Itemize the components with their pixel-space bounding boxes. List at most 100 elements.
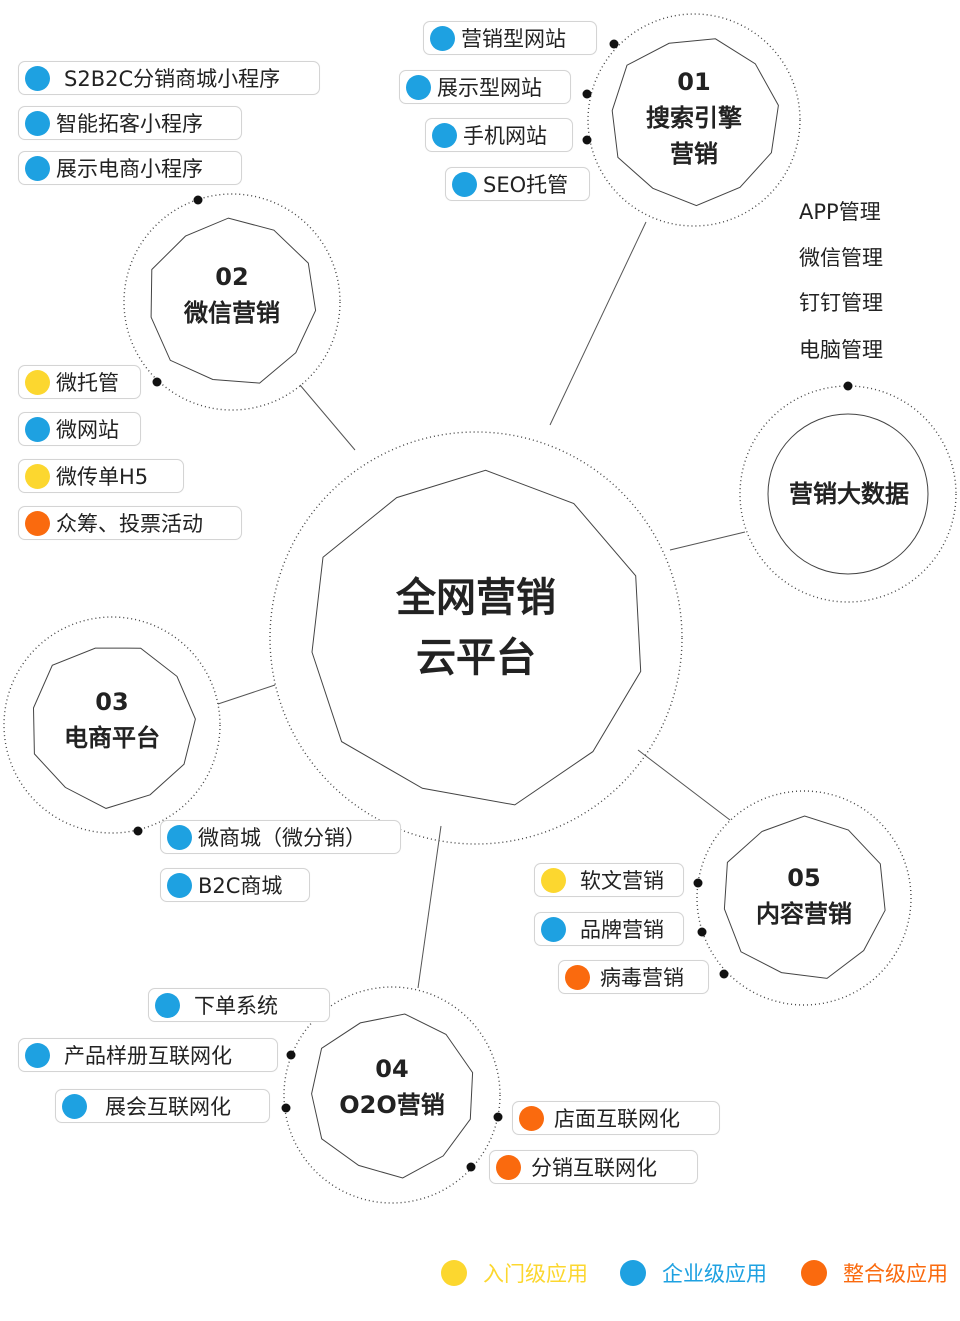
tag[interactable]: 微托管 bbox=[18, 365, 141, 399]
tag-label: 智能拓客小程序 bbox=[56, 112, 203, 136]
node-number: 01 bbox=[677, 68, 711, 96]
center-title-line2: 云平台 bbox=[416, 635, 536, 681]
node-label: O2O营销 bbox=[339, 1091, 445, 1119]
node-label: 电商平台 bbox=[64, 724, 160, 752]
connector-bullet-icon bbox=[843, 381, 853, 391]
tag-label: 展会互联网化 bbox=[105, 1095, 231, 1119]
tag[interactable]: 分销互联网化 bbox=[489, 1150, 698, 1184]
level-dot-icon bbox=[25, 463, 50, 489]
legend-dot-icon bbox=[801, 1260, 827, 1286]
tag[interactable]: 店面互联网化 bbox=[512, 1101, 720, 1135]
tag[interactable]: 下单系统 bbox=[148, 988, 330, 1022]
node-03-dotted-ring bbox=[3, 616, 221, 834]
level-dot-icon bbox=[25, 416, 50, 442]
level-dot-icon bbox=[406, 74, 431, 100]
connector-bullet-icon bbox=[152, 377, 162, 387]
level-dot-icon bbox=[452, 171, 477, 197]
node-label: 微信营销 bbox=[184, 299, 280, 327]
node-label: 营销 bbox=[670, 140, 718, 168]
level-dot-icon bbox=[565, 964, 590, 990]
node-02-polygon bbox=[150, 217, 317, 384]
level-dot-icon bbox=[155, 992, 180, 1018]
node-01-title[interactable]: 01 搜索引擎 营销 bbox=[646, 64, 742, 172]
tag[interactable]: 展会互联网化 bbox=[55, 1089, 270, 1123]
tag-label: B2C商城 bbox=[198, 874, 283, 898]
bigdata-item: 钉钉管理 bbox=[799, 291, 883, 315]
level-dot-icon bbox=[25, 510, 50, 536]
level-dot-icon bbox=[432, 122, 457, 148]
tag-label: SEO托管 bbox=[483, 173, 569, 197]
node-05-title[interactable]: 05 内容营销 bbox=[756, 860, 852, 932]
tag-label: 展示电商小程序 bbox=[56, 157, 203, 181]
node-04-polygon bbox=[311, 1013, 474, 1179]
node-label: 内容营销 bbox=[756, 900, 852, 928]
tag[interactable]: 展示电商小程序 bbox=[18, 151, 242, 185]
level-dot-icon bbox=[496, 1154, 521, 1180]
tag[interactable]: S2B2C分销商城小程序 bbox=[18, 61, 320, 95]
tag[interactable]: 产品样册互联网化 bbox=[18, 1038, 278, 1072]
node-01-polygon bbox=[611, 38, 779, 207]
tag-label: 众筹、投票活动 bbox=[56, 512, 203, 536]
connector-05 bbox=[637, 749, 731, 821]
node-number: 02 bbox=[215, 263, 249, 291]
tag-label: 产品样册互联网化 bbox=[64, 1044, 232, 1068]
legend-dot-icon bbox=[620, 1260, 646, 1286]
bigdata-item: 电脑管理 bbox=[799, 338, 883, 362]
tag-label: 微传单H5 bbox=[56, 465, 149, 489]
tag-label: S2B2C分销商城小程序 bbox=[64, 67, 281, 91]
connector-bullet-icon bbox=[193, 195, 203, 205]
node-04-title[interactable]: 04 O2O营销 bbox=[339, 1051, 445, 1123]
tag-label: 手机网站 bbox=[463, 124, 547, 148]
bigdata-item: 微信管理 bbox=[799, 246, 883, 270]
node-03-title[interactable]: 03 电商平台 bbox=[64, 684, 160, 756]
connector-02 bbox=[299, 384, 356, 451]
level-dot-icon bbox=[25, 155, 50, 181]
tag[interactable]: 微传单H5 bbox=[18, 459, 184, 493]
node-03-polygon bbox=[32, 647, 196, 809]
legend-dot-icon bbox=[441, 1260, 467, 1286]
node-bigdata-title[interactable]: 营销大数据 bbox=[789, 476, 909, 512]
tag[interactable]: 展示型网站 bbox=[399, 70, 571, 104]
connector-bullet-icon bbox=[493, 1112, 503, 1122]
tag[interactable]: 微网站 bbox=[18, 412, 141, 446]
node-02-title[interactable]: 02 微信营销 bbox=[184, 259, 280, 331]
tag-label: 下单系统 bbox=[194, 994, 278, 1018]
tag[interactable]: 手机网站 bbox=[425, 118, 573, 152]
node-04-dotted-ring bbox=[283, 986, 501, 1204]
tag[interactable]: SEO托管 bbox=[445, 167, 590, 201]
connector-03 bbox=[217, 684, 276, 705]
level-dot-icon bbox=[25, 110, 50, 136]
tag-label: 微托管 bbox=[56, 371, 119, 395]
tag[interactable]: 微商城（微分销） bbox=[160, 820, 401, 854]
legend-entry-entry-level: 入门级应用 bbox=[441, 1258, 588, 1288]
level-dot-icon bbox=[167, 824, 192, 850]
level-dot-icon bbox=[541, 867, 566, 893]
bigdata-inner-circle bbox=[767, 413, 929, 575]
tag[interactable]: 营销型网站 bbox=[423, 21, 597, 55]
level-dot-icon bbox=[25, 65, 50, 91]
connector-bullet-icon bbox=[582, 135, 592, 145]
connector-04 bbox=[417, 825, 442, 989]
level-dot-icon bbox=[430, 25, 455, 51]
tag-label: 分销互联网化 bbox=[531, 1156, 657, 1180]
tag-label: 店面互联网化 bbox=[554, 1107, 680, 1131]
level-dot-icon bbox=[25, 1042, 50, 1068]
node-02-dotted-ring bbox=[123, 193, 341, 411]
tag[interactable]: 众筹、投票活动 bbox=[18, 506, 242, 540]
legend-entry-enterprise: 企业级应用 bbox=[620, 1258, 767, 1288]
node-number: 04 bbox=[375, 1055, 409, 1083]
connector-bullet-icon bbox=[286, 1050, 296, 1060]
tag[interactable]: 软文营销 bbox=[534, 863, 684, 897]
legend-label: 企业级应用 bbox=[662, 1262, 767, 1286]
legend-entry-integrated: 整合级应用 bbox=[801, 1258, 948, 1288]
tag[interactable]: 智能拓客小程序 bbox=[18, 106, 242, 140]
center-polygon bbox=[311, 469, 642, 806]
tag[interactable]: 品牌营销 bbox=[534, 912, 684, 946]
level-dot-icon bbox=[25, 369, 50, 395]
tag-label: 微网站 bbox=[56, 418, 119, 442]
connector-bullet-icon bbox=[719, 969, 729, 979]
connector-bigdata bbox=[669, 531, 746, 551]
tag[interactable]: B2C商城 bbox=[160, 868, 310, 902]
tag[interactable]: 病毒营销 bbox=[558, 960, 709, 994]
